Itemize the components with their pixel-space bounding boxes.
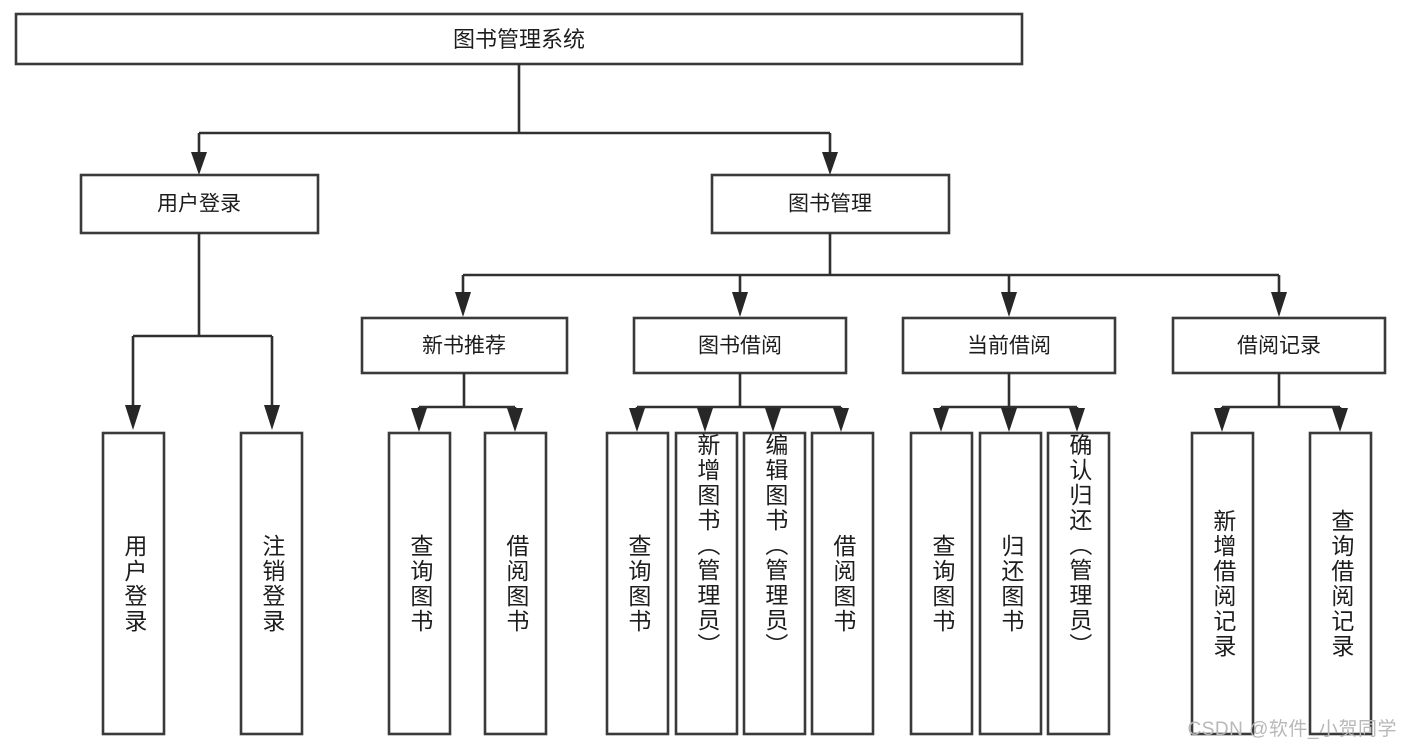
arrowhead-leaf-logout	[264, 405, 280, 430]
leaf-box-borrow-book-1[interactable]	[483, 431, 548, 736]
node-book-borrow-label: 图书借阅	[698, 335, 782, 358]
node-new-book-recommend-label: 新书推荐	[422, 335, 506, 358]
leaf-box-return-book[interactable]	[978, 431, 1043, 736]
node-borrow-record[interactable]: 借阅记录	[1171, 316, 1387, 375]
arrowhead-current-borrow	[1001, 292, 1017, 317]
arrowhead-leaf-query-record	[1332, 408, 1348, 432]
csdn-watermark: CSDN @软件_小贺同学	[1187, 719, 1397, 740]
node-user-login-label: 用户登录	[157, 193, 241, 216]
node-book-borrow-box[interactable]	[632, 316, 848, 375]
node-book-borrow[interactable]: 图书借阅	[632, 316, 848, 375]
arrowhead-leaf-query-book-2	[629, 408, 645, 432]
leaf-box-query-book-3[interactable]	[909, 431, 974, 736]
arrowhead-leaf-return-book	[1001, 408, 1017, 432]
leaf-box-user-login[interactable]	[101, 431, 166, 736]
arrowhead-leaf-user-login	[125, 405, 141, 430]
arrowhead-leaf-edit-book	[765, 408, 781, 432]
node-current-borrow-label: 当前借阅	[967, 335, 1051, 358]
arrowhead-leaf-borrow-book-2	[833, 408, 849, 432]
node-book-management[interactable]: 图书管理	[710, 173, 951, 235]
arrowhead-leaf-query-book-3	[933, 408, 949, 432]
leaf-box-logout[interactable]	[239, 431, 304, 736]
leaf-box-confirm-return[interactable]	[1046, 431, 1111, 736]
arrowhead-user-login	[191, 152, 207, 175]
node-user-login[interactable]: 用户登录	[79, 173, 320, 235]
node-root-label: 图书管理系统	[453, 27, 585, 52]
leaf-box-query-book-1[interactable]	[387, 431, 452, 736]
node-new-book-recommend-box[interactable]	[360, 316, 569, 375]
node-current-borrow-box[interactable]	[901, 316, 1117, 375]
leaf-box-borrow-book-2[interactable]	[810, 431, 875, 736]
arrowhead-book-mgmt	[822, 152, 838, 175]
leaf-box-add-record[interactable]	[1190, 431, 1255, 736]
leaf-box-edit-book[interactable]	[742, 431, 807, 736]
leaf-box-add-book[interactable]	[674, 431, 739, 736]
node-root-box[interactable]	[14, 12, 1024, 66]
node-root[interactable]: 图书管理系统	[14, 12, 1024, 66]
arrowhead-book-borrow	[732, 292, 748, 317]
arrowhead-leaf-confirm-return	[1069, 408, 1085, 432]
node-book-management-label: 图书管理	[788, 193, 872, 216]
node-book-management-box[interactable]	[710, 173, 951, 235]
node-borrow-record-label: 借阅记录	[1237, 335, 1321, 358]
arrowhead-leaf-query-book-1	[411, 408, 427, 432]
arrowhead-leaf-add-record	[1214, 408, 1230, 432]
node-borrow-record-box[interactable]	[1171, 316, 1387, 375]
leaf-box-query-record[interactable]	[1308, 431, 1373, 736]
arrowhead-borrow-record	[1271, 292, 1287, 317]
arrowhead-leaf-borrow-book-1	[507, 408, 523, 432]
node-current-borrow[interactable]: 当前借阅	[901, 316, 1117, 375]
arrowhead-leaf-add-book	[697, 408, 713, 432]
node-new-book-recommend[interactable]: 新书推荐	[360, 316, 569, 375]
arrowhead-new-book	[455, 292, 471, 317]
leaf-box-query-book-2[interactable]	[605, 431, 670, 736]
